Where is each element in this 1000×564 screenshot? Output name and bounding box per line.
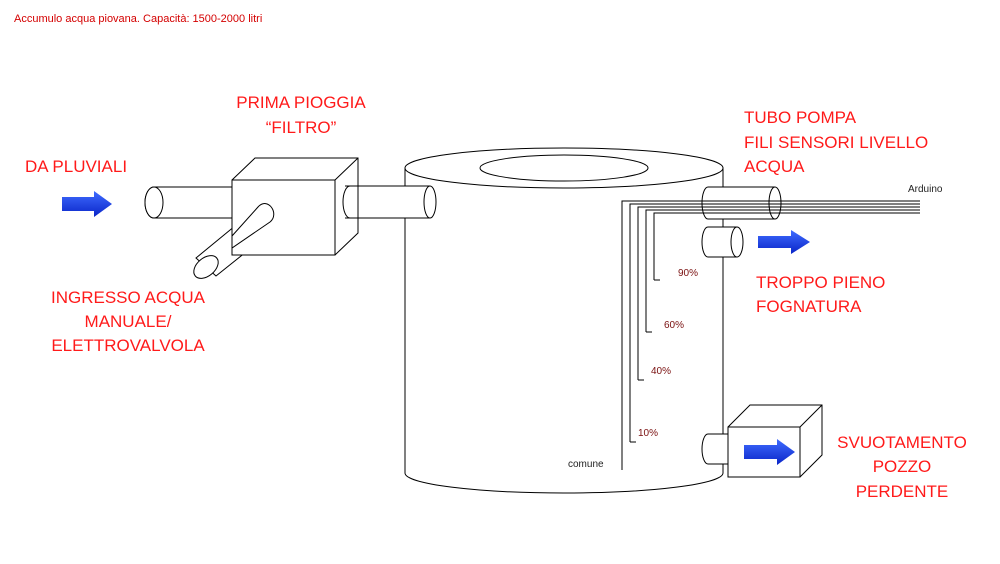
label-svuotamento: SVUOTAMENTO: [837, 433, 967, 452]
label-fili-sensori: FILI SENSORI LIVELLO: [744, 133, 928, 152]
label-troppo-pieno: TROPPO PIENO: [756, 273, 885, 292]
manual-inlet-pipe-end: [231, 203, 275, 249]
label-ingresso-3: ELETTROVALVOLA: [51, 336, 205, 355]
sensor-wires: [621, 200, 920, 470]
overflow-arrow-icon: [758, 230, 810, 254]
label-acqua: ACQUA: [744, 157, 805, 176]
drain-arrow-icon: [744, 439, 795, 465]
inflow-arrow-icon: [62, 191, 112, 217]
sensor-level-marks: [630, 279, 660, 443]
label-prima-pioggia: PRIMA PIOGGIA: [236, 93, 366, 112]
pump-pipe: [701, 186, 782, 220]
label-fognatura: FOGNATURA: [756, 297, 862, 316]
overflow-pipe: [701, 226, 744, 258]
diagram-title: Accumulo acqua piovana. Capacità: 1500-2…: [14, 13, 262, 25]
sensor-label-90: 90%: [678, 268, 698, 279]
sensor-label-common: comune: [568, 459, 604, 470]
first-rain-filter-box: [231, 157, 359, 256]
inlet-pipe: [144, 186, 233, 219]
drain-pump-box: [727, 404, 823, 478]
sensor-label-60: 60%: [664, 320, 684, 331]
label-pozzo: POZZO: [873, 457, 932, 476]
label-filtro: “FILTRO”: [266, 118, 337, 137]
tank-top-opening: [479, 154, 649, 182]
sensor-label-10: 10%: [638, 428, 658, 439]
label-arduino: Arduino: [908, 184, 943, 195]
storage-tank: [404, 147, 724, 494]
label-da-pluviali: DA PLUVIALI: [25, 157, 127, 176]
label-ingresso-2: MANUALE/: [85, 312, 172, 331]
filter-to-tank-pipe: [342, 185, 437, 219]
label-perdente: PERDENTE: [856, 482, 949, 501]
label-tubo-pompa: TUBO POMPA: [744, 108, 857, 127]
label-ingresso-1: INGRESSO ACQUA: [51, 288, 206, 307]
sensor-label-40: 40%: [651, 366, 671, 377]
